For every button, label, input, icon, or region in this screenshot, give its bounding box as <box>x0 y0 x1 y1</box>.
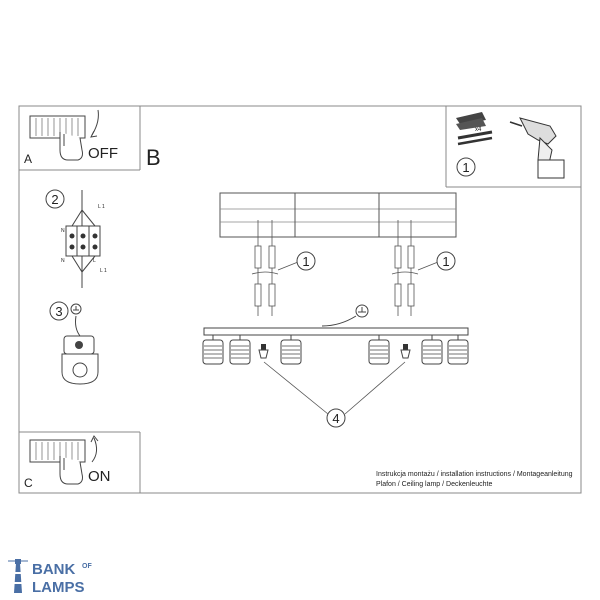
step-1-badge-tools <box>456 157 476 177</box>
outer-frame <box>18 105 582 494</box>
step-3-badge <box>49 301 69 321</box>
spotlight-3 <box>280 335 302 365</box>
bulb-right <box>400 344 411 359</box>
spotlight-6 <box>447 335 469 365</box>
anchor-set-right <box>391 220 419 316</box>
terminal-block-illustration <box>65 190 101 288</box>
leader-1-left <box>277 261 299 271</box>
instructions-line-1: Instrukcja montażu / installation instru… <box>376 471 573 478</box>
anchors-screws-icon <box>456 112 493 146</box>
panel-b-letter: B <box>146 145 161 170</box>
panel-c-letter: C <box>24 476 33 490</box>
step-3-label: 3 <box>55 304 62 319</box>
leader-4-right <box>344 361 406 415</box>
wire-n-top: N <box>61 228 65 234</box>
logo-lamps: LAMPS <box>32 579 85 596</box>
leader-4-left <box>263 361 329 415</box>
step-1-badge-left <box>296 251 316 271</box>
logo-bank: BANK <box>32 561 75 578</box>
ground-terminal-illustration <box>61 315 99 385</box>
bulbs <box>258 344 411 359</box>
leader-1-right <box>417 261 439 271</box>
wire-n-bottom: N <box>61 258 65 264</box>
spotlights <box>202 335 469 365</box>
step-1-label-left: 1 <box>302 254 309 269</box>
on-label: ON <box>88 468 111 485</box>
wire-l1-bottom: L 1 <box>100 268 107 274</box>
off-label: OFF <box>88 145 118 162</box>
spotlight-2 <box>229 335 251 365</box>
anchor-set-left <box>251 220 279 316</box>
step-4-badge <box>326 408 346 428</box>
spotlight-1 <box>202 335 224 365</box>
instructions-line-2: Plafon / Ceiling lamp / Deckenleuchte <box>376 481 492 488</box>
drill-icon <box>509 117 565 179</box>
step-1-label-right: 1 <box>442 254 449 269</box>
ground-icon-bar <box>321 304 369 327</box>
spotlight-4 <box>368 335 390 365</box>
step-1-badge-right <box>436 251 456 271</box>
step-4-label: 4 <box>332 411 339 426</box>
ceiling-mount-plates <box>219 192 457 238</box>
lighthouse-icon <box>8 559 28 593</box>
breaker-off-illustration <box>29 109 99 161</box>
anchor-count: x4 <box>475 127 482 133</box>
lamp-bar <box>203 327 469 336</box>
step-2-label: 2 <box>51 192 58 207</box>
bank-of-lamps-logo: BANK OF LAMPS <box>8 559 92 596</box>
breaker-on-illustration <box>29 435 99 485</box>
panel-a-letter: A <box>24 152 32 166</box>
wire-l1-top: L 1 <box>98 204 105 210</box>
ground-icon-step3 <box>70 303 82 315</box>
step-1-label-tools: 1 <box>462 160 469 175</box>
logo-of: OF <box>82 563 92 570</box>
bulb-left <box>258 344 269 359</box>
step-2-badge <box>45 189 65 209</box>
spotlight-5 <box>421 335 443 365</box>
wire-l-bottom: L <box>93 258 96 264</box>
